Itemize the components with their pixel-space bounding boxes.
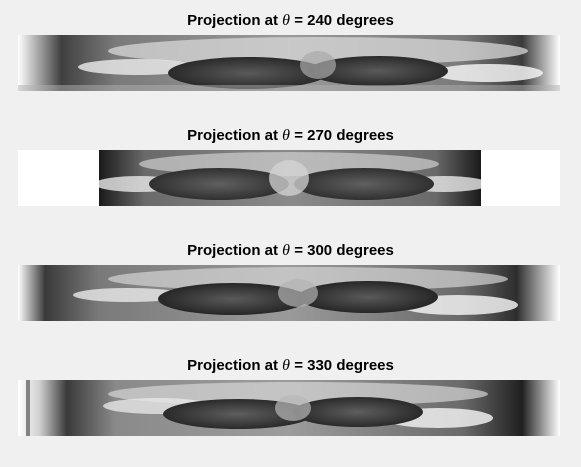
theta-symbol: θ xyxy=(282,242,291,259)
projection-image-axes xyxy=(18,150,560,206)
projection-image xyxy=(18,35,560,91)
projection-image xyxy=(18,265,560,321)
theta-symbol: θ xyxy=(282,12,291,29)
theta-symbol: θ xyxy=(282,127,291,144)
panel-title: Projection at θ = 300 degrees xyxy=(187,242,394,259)
panel-title: Projection at θ = 240 degrees xyxy=(187,12,394,29)
projection-image xyxy=(99,150,481,206)
projection-image-axes xyxy=(18,265,560,321)
projection-image-axes xyxy=(18,35,560,91)
theta-symbol: θ xyxy=(282,357,291,374)
panel-title: Projection at θ = 330 degrees xyxy=(187,357,394,374)
projection-image xyxy=(18,380,560,436)
projection-image-axes xyxy=(18,380,560,436)
panel-title: Projection at θ = 270 degrees xyxy=(187,127,394,144)
